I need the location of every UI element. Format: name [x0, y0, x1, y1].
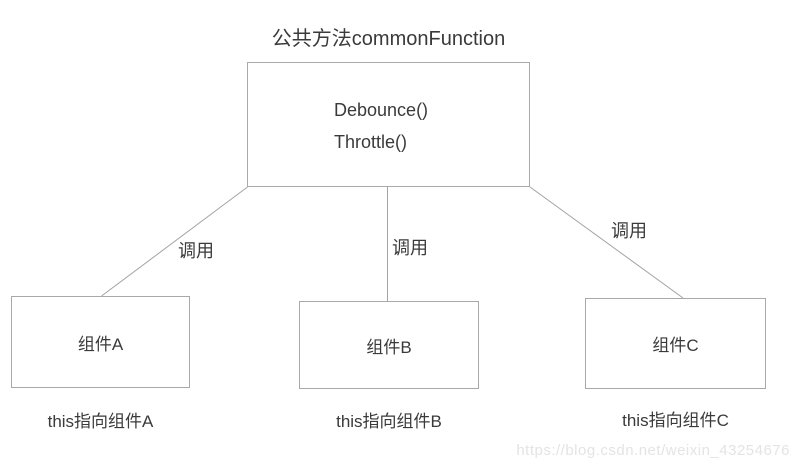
component-box-a: 组件A: [11, 296, 190, 388]
component-box-b: 组件B: [299, 301, 479, 389]
call-label-b: 调用: [392, 238, 428, 258]
call-label-a: 调用: [178, 241, 214, 261]
caption-component-b: this指向组件B: [336, 412, 442, 431]
component-b-label: 组件B: [366, 337, 412, 357]
debounce-method-label: Debounce(): [334, 100, 429, 120]
diagram-title: 公共方法commonFunction: [271, 28, 506, 50]
component-a-label: 组件A: [77, 334, 124, 354]
component-c-label: 组件C: [652, 336, 699, 355]
connector-to-component-a: [101, 186, 248, 297]
connector-to-component-c: [529, 186, 684, 299]
watermark: https://blog.csdn.net/weixin_43254676: [516, 442, 790, 459]
call-label-c: 调用: [611, 221, 647, 241]
common-function-box: Debounce() Throttle(): [247, 62, 530, 187]
caption-component-c: this指向组件C: [622, 411, 729, 430]
throttle-method-label: Throttle(): [334, 132, 408, 152]
caption-component-a: this指向组件A: [47, 412, 154, 431]
component-box-c: 组件C: [585, 298, 766, 389]
